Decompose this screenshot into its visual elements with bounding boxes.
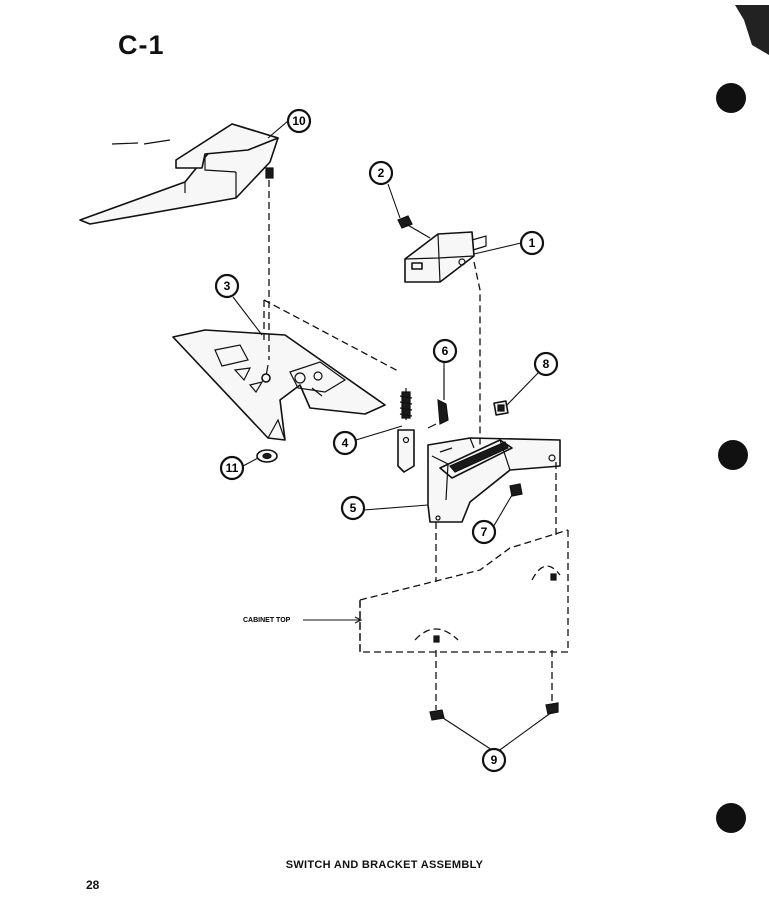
cabinet-top-outline — [359, 529, 569, 653]
callout-3-label: 3 — [224, 279, 231, 293]
part-11-grommet — [256, 449, 278, 463]
callout-3-circle — [214, 273, 240, 299]
part-3-plate — [172, 329, 386, 441]
callout-7-label: 7 — [481, 525, 488, 539]
section-label: C-1 — [118, 30, 165, 60]
callout-circles — [214, 108, 559, 773]
callout-4-circle — [332, 430, 358, 456]
part-10-lever — [79, 123, 279, 225]
callout-8-top-label: 8 — [543, 357, 550, 371]
part-7-clip — [509, 483, 523, 497]
callout-6-circle — [432, 338, 458, 364]
part-10-ghost-line — [111, 139, 171, 145]
leader-lines — [232, 120, 553, 753]
part-2-screw — [397, 215, 431, 239]
part-6-clip — [427, 368, 449, 429]
callout-4-label: 4 — [342, 436, 349, 450]
cabinet-top-label: CABINET TOP — [243, 617, 291, 624]
callout-11-circle — [219, 455, 245, 481]
page-number: 28 — [86, 878, 100, 892]
diagram-caption: SWITCH AND BRACKET ASSEMBLY — [285, 859, 484, 871]
callout-10-label: 10 — [292, 114, 306, 128]
assembly-alignment-lines — [263, 180, 557, 710]
callout-8-top-circle — [533, 351, 559, 377]
callout-10-circle — [286, 108, 312, 134]
callout-6-label: 6 — [442, 344, 449, 358]
part-4-spring — [397, 388, 415, 473]
callout-11-label: 11 — [226, 461, 239, 475]
part-5-bracket — [427, 437, 561, 523]
callout-9-label: 9 — [491, 753, 498, 767]
part-1-switch — [404, 231, 487, 283]
punch-hole-middle — [718, 440, 748, 470]
callout-5-label: 5 — [350, 501, 357, 515]
punch-hole-top — [716, 83, 746, 113]
scan-edge-smudge — [735, 5, 769, 55]
callout-5-circle — [340, 495, 366, 521]
part-9-screws — [429, 702, 559, 721]
callout-labels: 10 2 1 3 6 8 4 11 5 7 9 — [224, 114, 550, 767]
callout-7-circle — [471, 519, 497, 545]
punch-hole-bottom — [716, 803, 746, 833]
callout-9-circle — [481, 747, 507, 773]
callout-2-label: 2 — [378, 166, 385, 180]
callout-1-label: 1 — [529, 236, 536, 250]
part-8-nut — [493, 400, 509, 416]
callout-2-circle — [368, 160, 394, 186]
callout-1-circle — [519, 230, 545, 256]
